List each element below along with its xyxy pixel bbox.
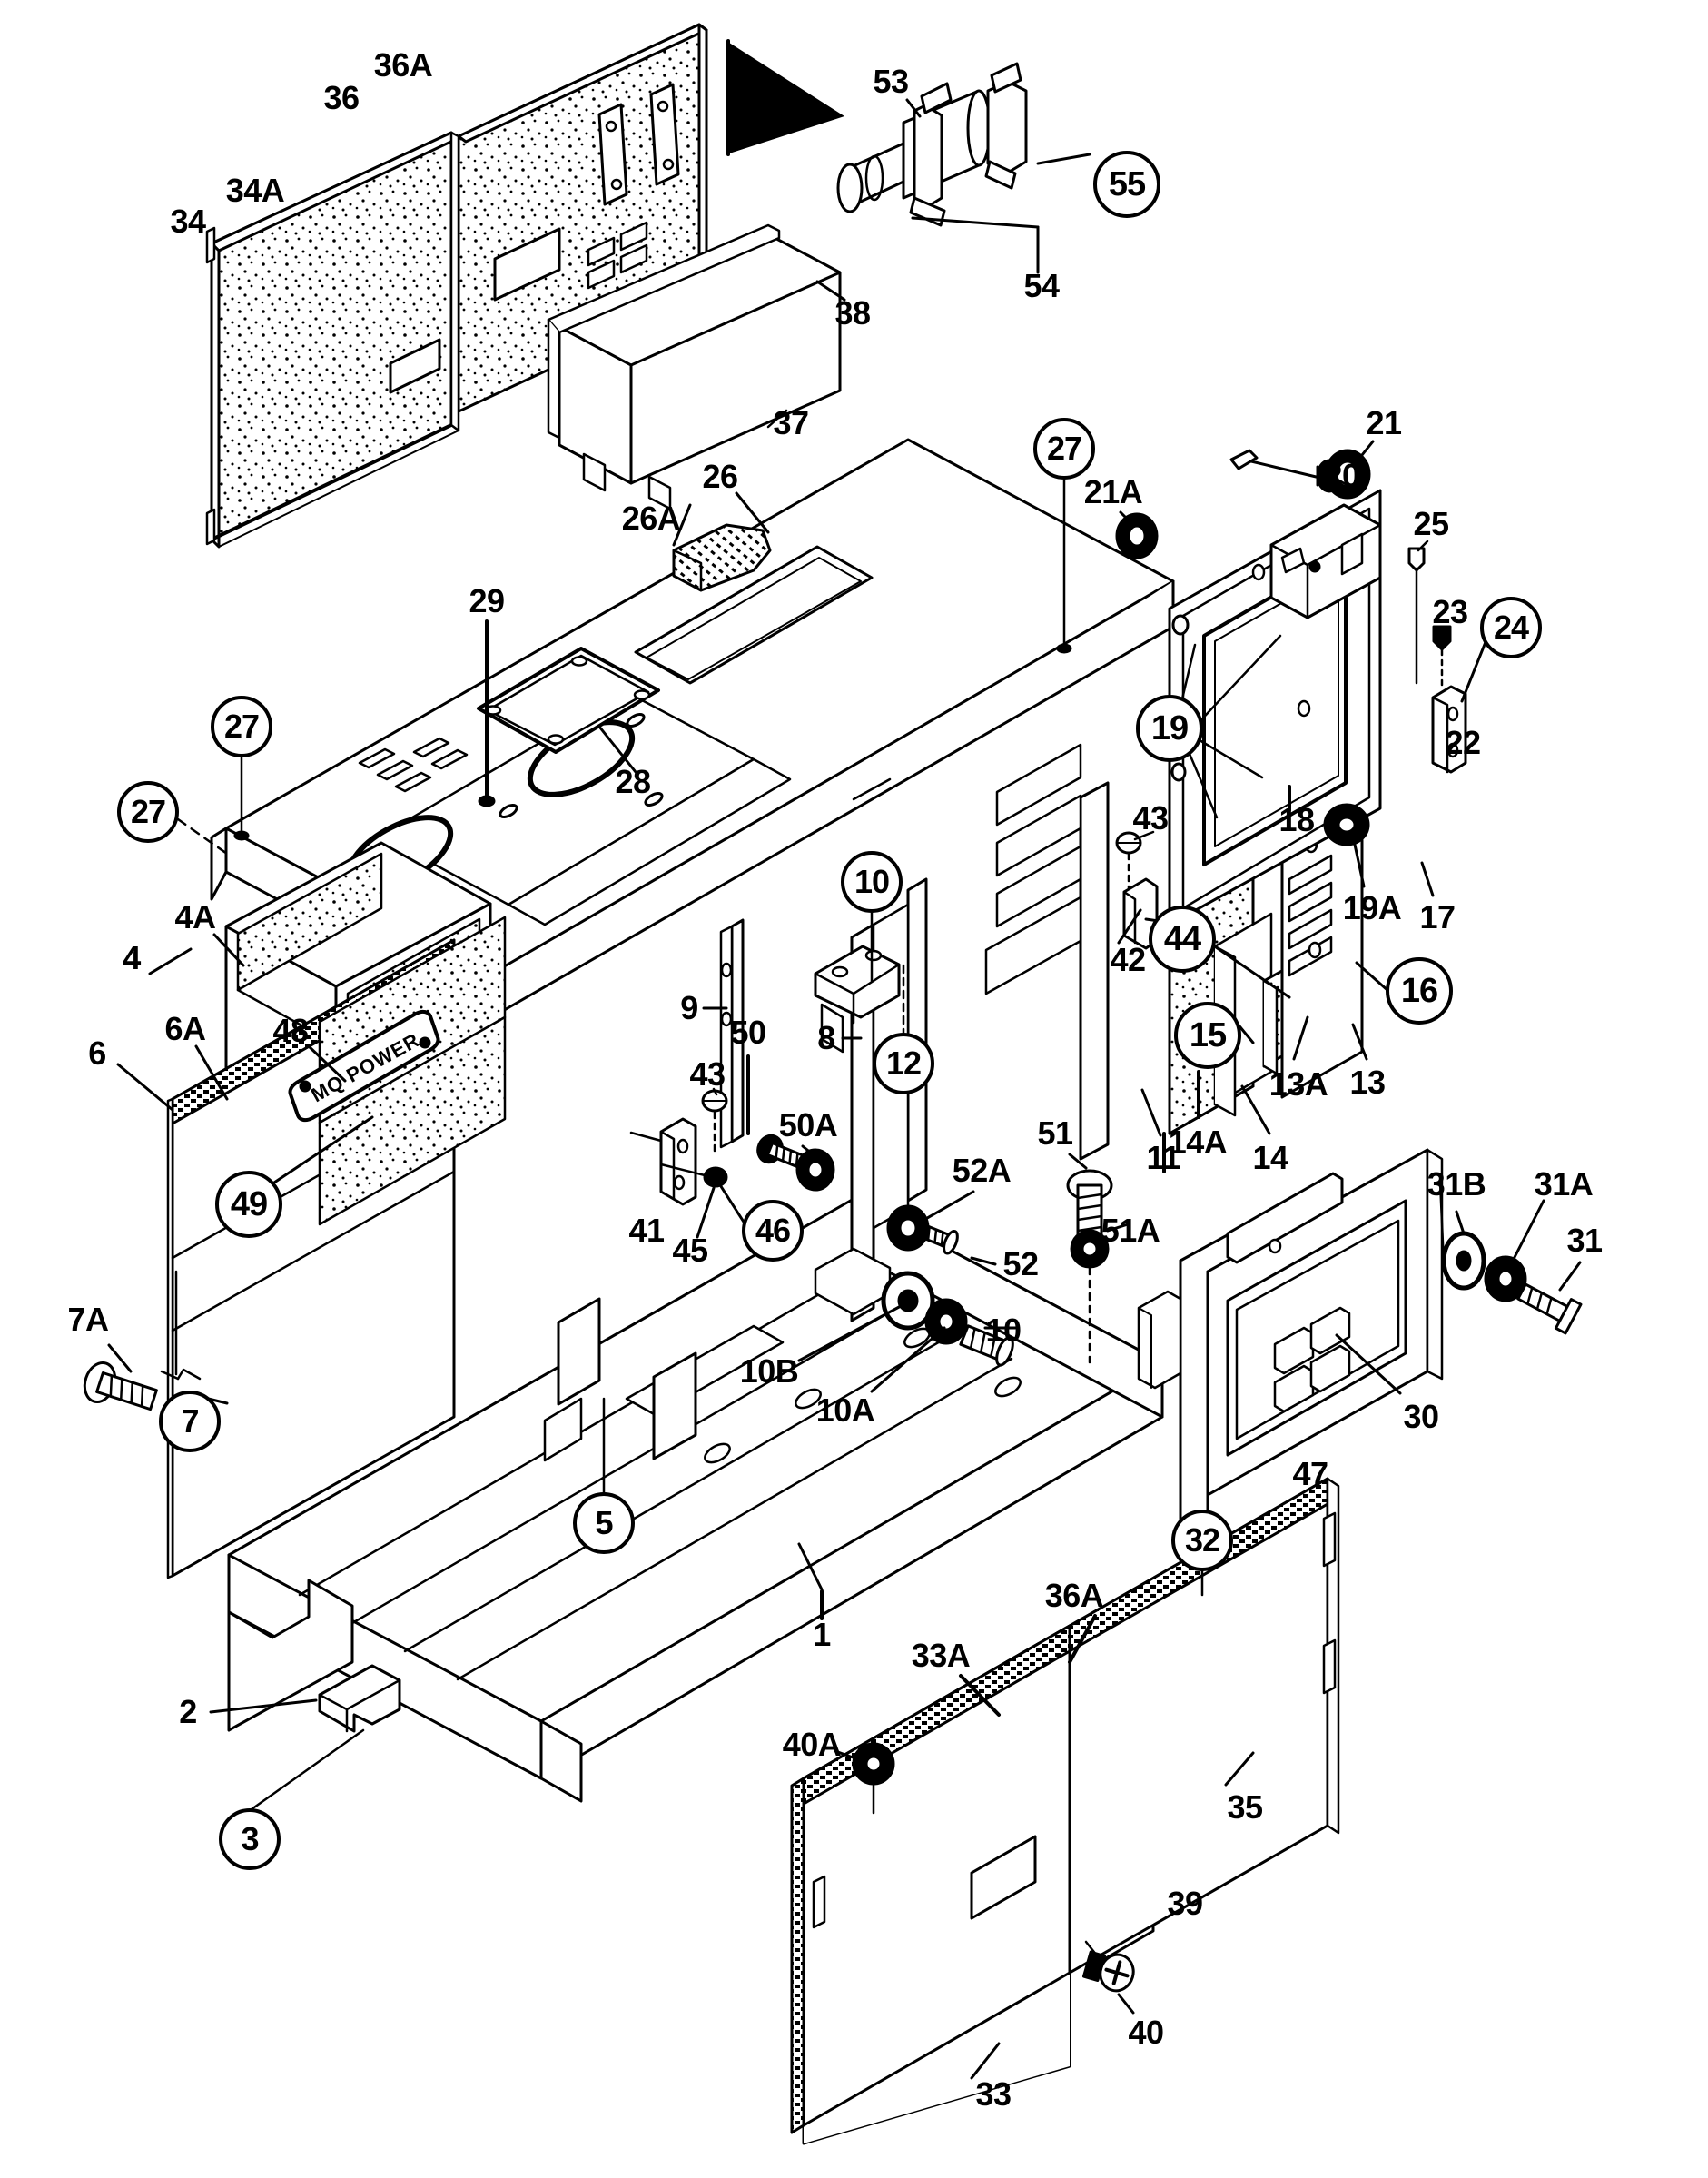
callout-label-43a: 43	[689, 1055, 726, 1093]
callout-label-10A: 10A	[815, 1391, 875, 1429]
callout-balloon-5: 5	[573, 1492, 635, 1554]
callout-label-37: 37	[773, 404, 809, 441]
callout-label-1: 1	[813, 1616, 831, 1653]
callout-label-14: 14	[1252, 1139, 1288, 1176]
callout-balloon-24: 24	[1480, 597, 1542, 658]
callout-label-52: 52	[1002, 1245, 1039, 1282]
callout-label-13: 13	[1349, 1064, 1386, 1101]
callout-label-29: 29	[469, 582, 505, 619]
callout-label-31B: 31B	[1427, 1165, 1486, 1203]
callout-label-9: 9	[680, 989, 698, 1026]
callout-balloon-55: 55	[1093, 151, 1160, 218]
callout-balloon-7: 7	[159, 1391, 221, 1452]
callout-label-51A: 51A	[1101, 1212, 1160, 1249]
callout-balloon-49: 49	[215, 1171, 282, 1238]
callout-label-8: 8	[817, 1019, 835, 1056]
callout-label-38: 38	[834, 294, 871, 332]
callout-label-30: 30	[1403, 1398, 1439, 1435]
callout-label-26A: 26A	[621, 500, 681, 537]
callout-label-39: 39	[1167, 1885, 1203, 1922]
callout-label-10B: 10B	[739, 1352, 799, 1390]
callout-label-21: 21	[1366, 404, 1402, 441]
callout-label-19A: 19A	[1342, 889, 1402, 926]
callout-label-33: 33	[975, 2075, 1012, 2113]
callout-label-40: 40	[1128, 2014, 1164, 2051]
callout-label-47: 47	[1292, 1455, 1328, 1492]
callout-label-50A: 50A	[778, 1106, 838, 1143]
callout-balloon-27c: 27	[117, 781, 179, 843]
callout-balloon-19: 19	[1136, 695, 1203, 762]
callout-label-22: 22	[1445, 724, 1481, 761]
callout-label-40A: 40A	[782, 1726, 842, 1763]
callout-balloon-15: 15	[1174, 1002, 1241, 1069]
callout-label-51: 51	[1037, 1114, 1073, 1152]
callout-label-23: 23	[1432, 593, 1468, 630]
callout-label-43b: 43	[1132, 799, 1169, 837]
callout-label-50: 50	[730, 1014, 766, 1051]
callout-label-45: 45	[672, 1232, 708, 1269]
callout-balloon-10: 10	[841, 851, 903, 913]
callout-label-7A: 7A	[67, 1301, 109, 1338]
callout-label-4: 4	[123, 939, 141, 976]
callout-label-54: 54	[1023, 267, 1060, 304]
callout-balloon-27b: 27	[211, 696, 272, 757]
callout-label-34: 34	[170, 203, 206, 240]
callout-balloon-3: 3	[219, 1808, 281, 1870]
callout-label-34A: 34A	[225, 172, 285, 209]
callout-label-36: 36	[323, 79, 360, 116]
callout-balloon-32: 32	[1171, 1510, 1233, 1571]
callout-label-26: 26	[702, 458, 738, 495]
callout-label-18: 18	[1279, 801, 1315, 838]
callout-label-35: 35	[1227, 1788, 1263, 1826]
callout-label-36Ab: 36A	[1044, 1577, 1104, 1614]
callout-label-2: 2	[179, 1693, 197, 1730]
callout-label-52A: 52A	[952, 1152, 1012, 1189]
callout-label-11: 11	[1146, 1139, 1180, 1176]
callout-label-10x: 10	[985, 1312, 1022, 1349]
callout-label-20: 20	[1324, 457, 1360, 494]
callout-label-53: 53	[873, 63, 909, 100]
callout-balloon-46: 46	[742, 1200, 804, 1262]
callout-label-21A: 21A	[1083, 473, 1143, 510]
callout-balloon-27a: 27	[1033, 418, 1095, 480]
callout-label-28: 28	[615, 763, 651, 800]
callout-label-33A: 33A	[911, 1637, 971, 1674]
callout-label-6A: 6A	[164, 1010, 206, 1047]
callout-label-31: 31	[1566, 1222, 1603, 1259]
callout-label-13A: 13A	[1269, 1065, 1328, 1103]
callout-label-4A: 4A	[174, 898, 216, 936]
callout-label-36Aa: 36A	[373, 46, 433, 84]
callout-label-6: 6	[88, 1035, 106, 1072]
callout-label-17: 17	[1419, 898, 1456, 936]
callout-label-14A: 14A	[1168, 1124, 1228, 1161]
callout-label-31A: 31A	[1534, 1165, 1594, 1203]
callout-balloon-44: 44	[1149, 906, 1216, 973]
callout-label-25: 25	[1413, 505, 1449, 542]
callout-balloon-12: 12	[873, 1033, 934, 1094]
callout-label-42: 42	[1110, 941, 1146, 978]
callout-label-48: 48	[272, 1012, 309, 1049]
callout-label-41: 41	[628, 1212, 665, 1249]
callout-balloon-16: 16	[1386, 957, 1453, 1025]
